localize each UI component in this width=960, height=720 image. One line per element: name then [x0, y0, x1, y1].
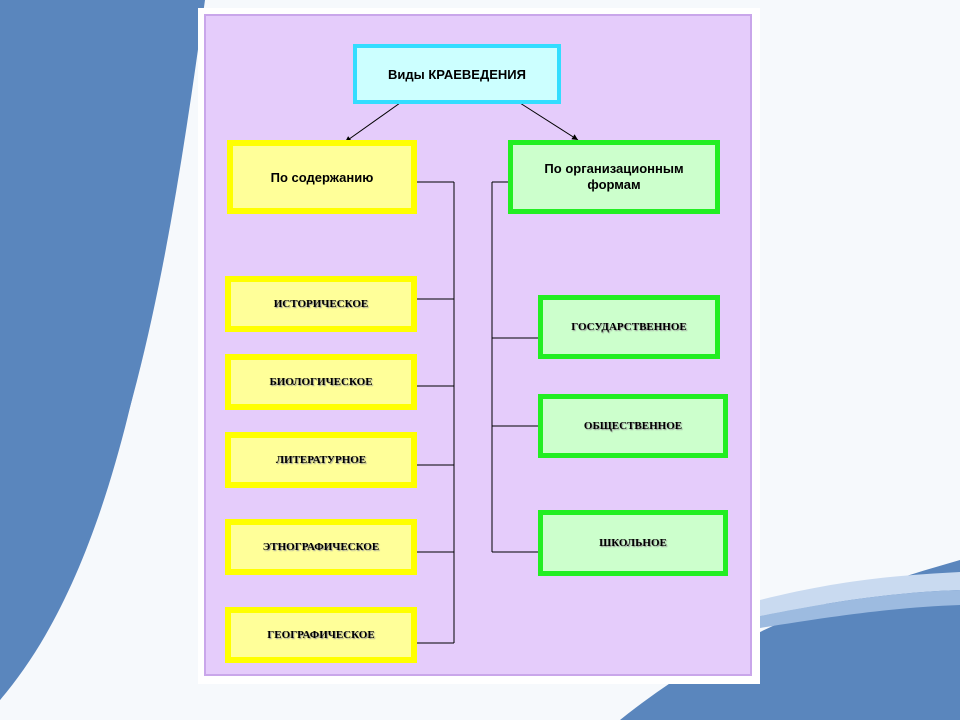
right-branch-node: По организационным формам — [508, 140, 720, 214]
content-type-geographic: ГЕОГРАФИЧЕСКОЕ — [225, 607, 417, 663]
content-type-historical: ИСТОРИЧЕСКОЕ — [225, 276, 417, 332]
root-node: Виды КРАЕВЕДЕНИЯ — [353, 44, 561, 104]
org-form-public: ОБЩЕСТВЕННОЕ — [538, 394, 728, 458]
right-branch-title-line1: По организационным — [544, 161, 684, 176]
content-type-ethnographic: ЭТНОГРАФИЧЕСКОЕ — [225, 519, 417, 575]
org-form-state: ГОСУДАРСТВЕННОЕ — [538, 295, 720, 359]
content-type-biological: БИОЛОГИЧЕСКОЕ — [225, 354, 417, 410]
right-branch-title-line2: формам — [587, 177, 641, 192]
content-type-literary: ЛИТЕРАТУРНОЕ — [225, 432, 417, 488]
left-branch-node: По содержанию — [227, 140, 417, 214]
org-form-school: ШКОЛЬНОЕ — [538, 510, 728, 576]
